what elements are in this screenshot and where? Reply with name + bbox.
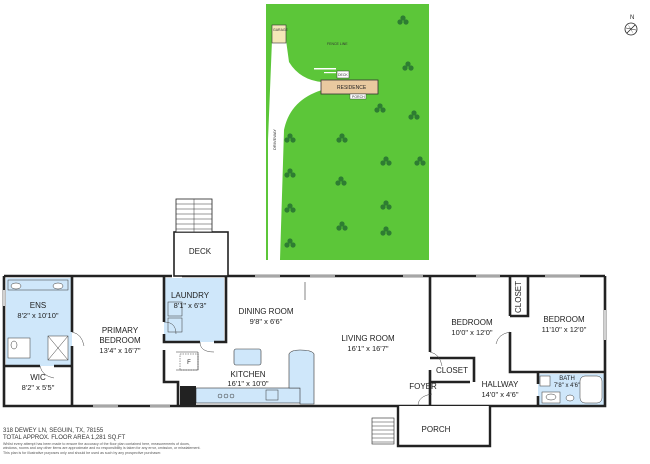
walkway-2 [324,72,336,74]
tree-icon [284,203,296,213]
laundry-fixtures [167,301,183,333]
living-dims: 16'1" x 16'7" [347,344,388,353]
footer: 318 DEWEY LN, SEGUIN, TX, 78155 TOTAL AP… [3,428,303,455]
bath-dims: 7'8" x 4'6" [554,383,580,389]
ens-name: ENS [30,301,46,310]
walkway [314,68,336,70]
pantry-box [179,353,199,371]
kitchen-counter [195,387,312,404]
kitchen-fixtures [217,389,279,401]
tree-icon [380,156,392,166]
dining-dims: 9'8" x 6'6" [250,317,283,326]
fence-label: FENCE LINE [327,42,348,46]
bath-fixtures [539,375,603,404]
primary-name-1: PRIMARY [102,326,139,335]
floor-area: TOTAL APPROX. FLOOR AREA 1,281 SQ.FT [3,435,126,441]
kitchen-island [233,348,262,366]
porch [371,406,492,448]
porch-name: PORCH [422,425,451,434]
kitchen-peninsula [288,349,315,405]
site-deck [336,70,350,79]
hallway-dims: 14'0" x 4'6" [482,390,519,399]
bedroom2-name: BEDROOM [451,318,493,327]
compass-icon: N [624,15,638,36]
deck [173,198,229,277]
address: 318 DEWEY LN, SEGUIN, TX, 78155 [3,428,104,434]
laundry-room [164,278,224,342]
trees [284,15,426,248]
tree-icon [284,133,296,143]
disclaimer-3: This plan is for illustrative purposes o… [3,450,162,455]
primary-dims: 13'4" x 16'7" [99,346,140,355]
bedroom3-name: BEDROOM [543,315,585,324]
window-lines [93,275,580,407]
site-porch-label: PORCH [352,95,365,99]
garage-label: GARAGE [273,28,289,32]
tree-icon [336,221,348,231]
pantry-name: F [187,360,191,366]
tree-icon [414,156,426,166]
tree-icon [284,238,296,248]
bedroom3-dims: 11'10" x 12'0" [542,325,587,334]
closet-vertical-name: CLOSET [514,281,523,313]
kitchen-name: KITCHEN [230,370,265,379]
garage [271,24,287,44]
house [2,198,607,448]
lawn [266,4,429,260]
bath-name: BATH [559,376,575,382]
compass-north-label: N [630,15,634,21]
tree-icon [397,15,409,25]
foyer-name: FOYER [409,382,437,391]
tree-icon [335,176,347,186]
site-porch [349,93,367,100]
dining-name: DINING ROOM [238,307,293,316]
tree-icon [408,110,420,120]
disclaimer-1: Whilst every attempt has been made to en… [3,442,190,446]
ens-dims: 8'2" x 10'10" [17,311,58,320]
laundry-name: LAUNDRY [171,291,210,300]
residence-label: RESIDENCE [337,85,367,91]
tree-icon [336,133,348,143]
residence [320,79,379,95]
walls [2,274,607,408]
room-labels: ENS 8'2" x 10'10" WIC 8'2" x 5'5" PRIMAR… [17,247,586,434]
primary-name-2: BEDROOM [99,336,141,345]
site-deck-label: DECK [338,73,348,77]
kitchen-dims: 16'1" x 10'0" [227,379,268,388]
laundry-dims: 8'1" x 6'3" [174,301,207,310]
closet-horizontal-name: CLOSET [436,366,468,375]
fridge [180,386,196,405]
tree-icon [380,226,392,236]
living-name: LIVING ROOM [341,334,395,343]
driveway [268,40,322,260]
disclaimer-2: windows, rooms and any other items are a… [3,446,201,451]
deck-name: DECK [189,247,212,256]
site-plan: DRIVEWAY GARAGE FENCE LINE DECK RESIDENC… [266,4,429,260]
wic-dims: 8'2" x 5'5" [22,383,55,392]
driveway-label: DRIVEWAY [272,129,277,150]
ens-fixtures [7,279,69,361]
hallway-name: HALLWAY [482,380,519,389]
tree-icon [284,168,296,178]
tree-icon [380,200,392,210]
bedroom2-dims: 10'0" x 12'0" [451,328,492,337]
tree-icon [374,103,386,113]
wic-name: WIC [30,373,46,382]
tree-icon [402,61,414,71]
